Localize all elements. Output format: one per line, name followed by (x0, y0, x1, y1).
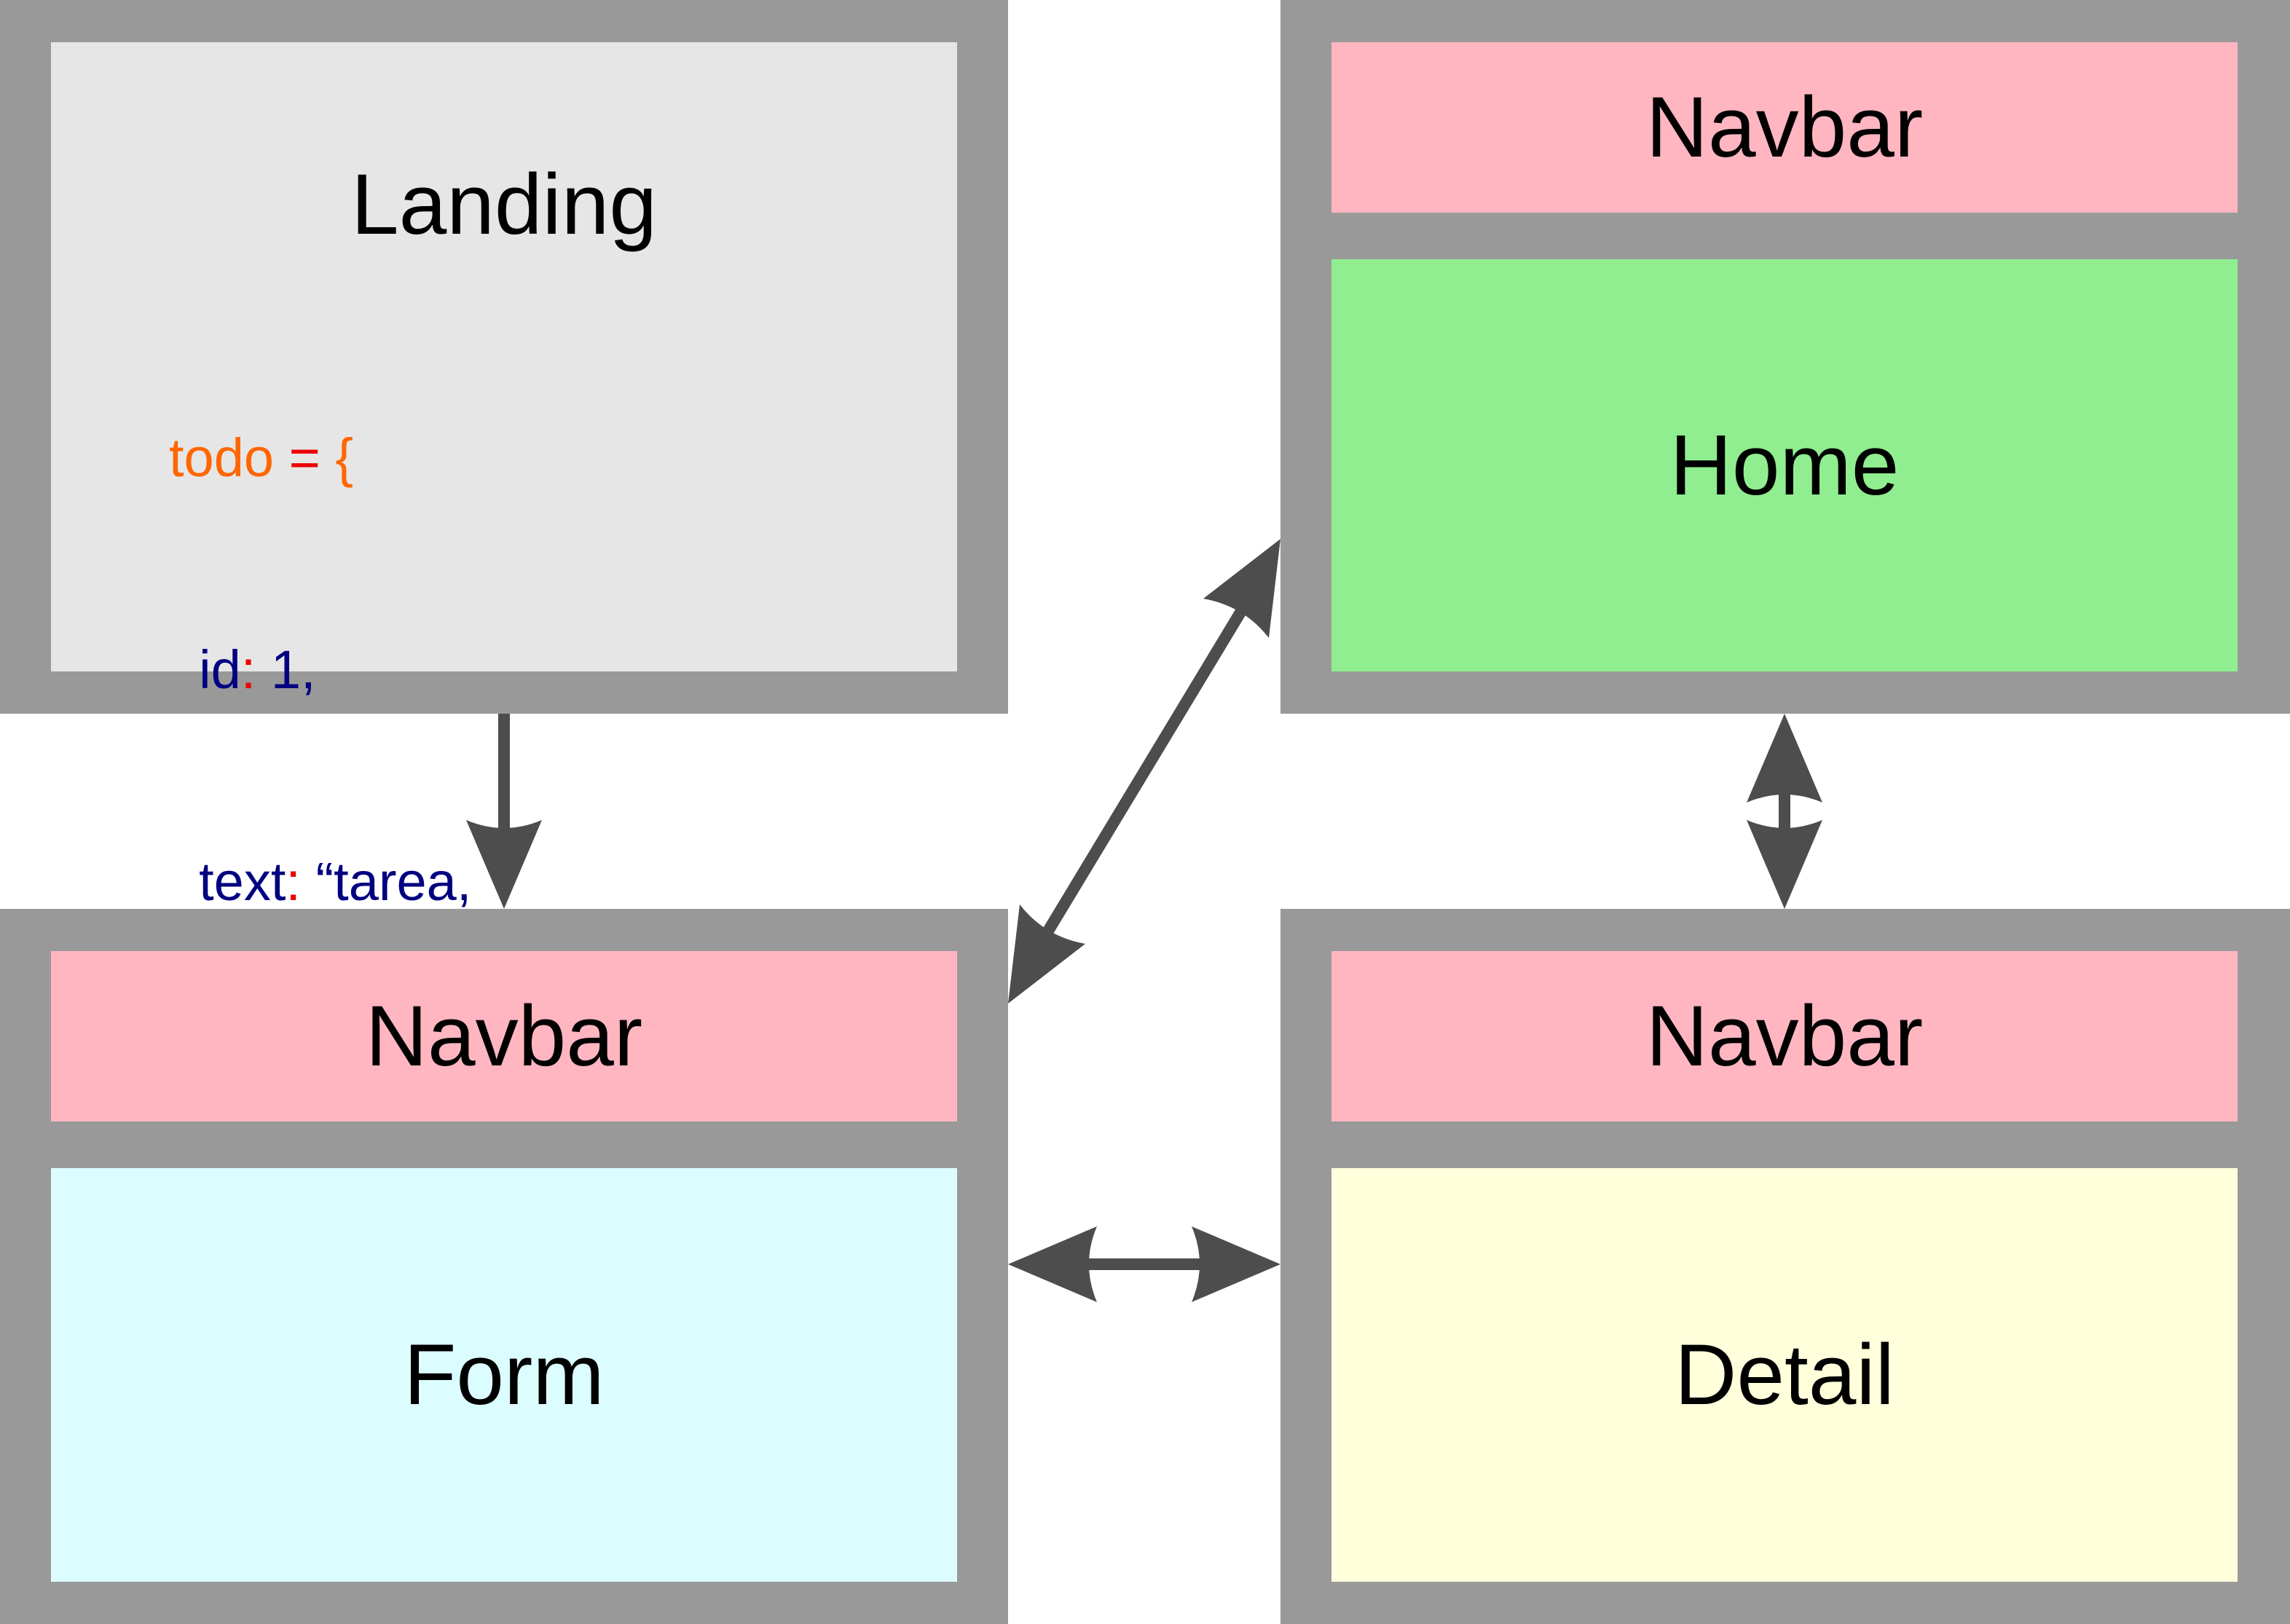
landing-title: Landing (351, 157, 657, 253)
code-colon: : (286, 851, 301, 912)
code-colon: : (240, 639, 256, 700)
home-panel: Home (1331, 259, 2238, 671)
detail-panel: Detail (1331, 1168, 2238, 1582)
code-line-1: todo = { (169, 422, 742, 493)
arrow-form-home (1008, 539, 1280, 1004)
code-open-brace: { (335, 427, 354, 488)
form-panel: Form (51, 1168, 957, 1582)
landing-screen: Landing todo = { id: 1, text: “tarea, co… (0, 0, 1008, 1336)
home-navbar: Navbar (1331, 42, 2238, 213)
arrow-home-detail (1747, 714, 1822, 909)
detail-screen: Navbar Detail (1280, 909, 2290, 1624)
form-navbar: Navbar (51, 951, 957, 1122)
code-id-key: id (199, 639, 241, 700)
code-todo-name: todo (169, 427, 275, 488)
detail-navbar: Navbar (1331, 951, 2238, 1122)
home-screen: Navbar Home (1280, 0, 2290, 714)
arrow-landing-to-form (466, 714, 542, 909)
code-id-value: 1, (270, 639, 316, 700)
code-line-3: text: “tarea, (169, 846, 742, 917)
code-text-value: “tarea, (315, 851, 472, 912)
form-screen: Navbar Form (0, 909, 1008, 1624)
code-assign-op: = (288, 427, 320, 488)
code-text-key: text (199, 851, 286, 912)
arrow-form-detail (1008, 1226, 1280, 1302)
code-line-2: id: 1, (169, 634, 742, 705)
